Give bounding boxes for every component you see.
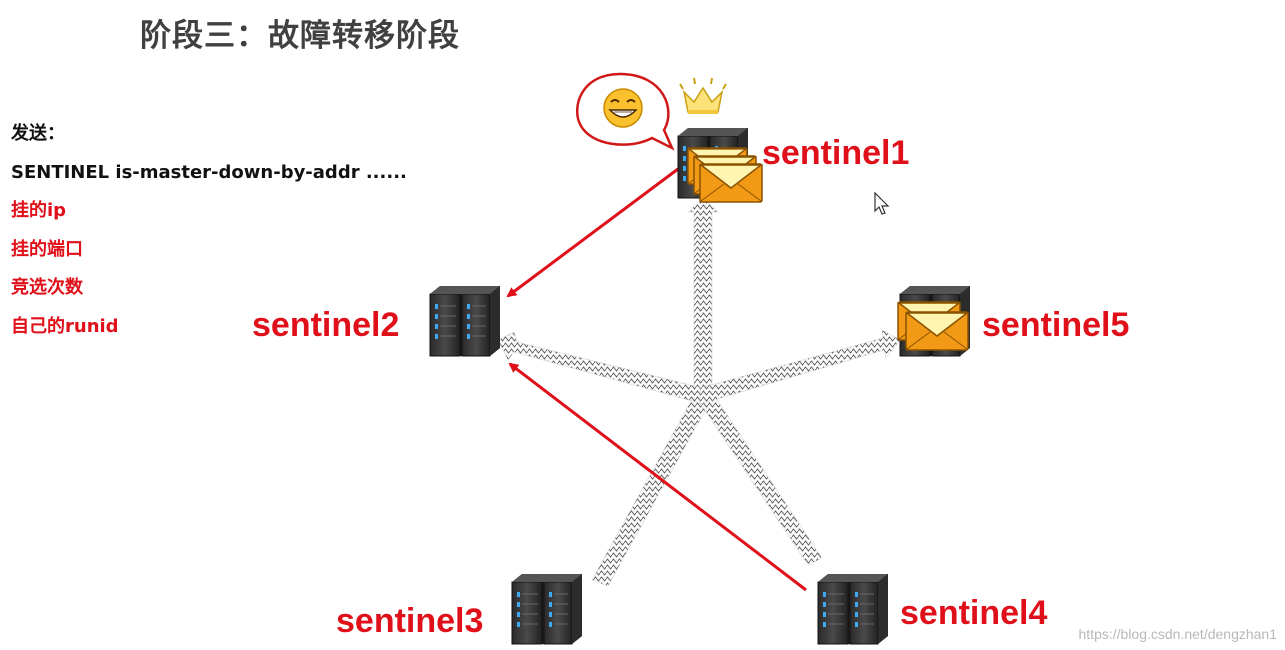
param-runid: 自己的runid	[11, 315, 119, 337]
sentinel1-envelope-icon-3	[699, 163, 763, 203]
path-to-sentinel1	[687, 197, 719, 396]
grinning-face-icon	[575, 72, 675, 151]
param-election-count: 竞选次数	[11, 277, 83, 298]
mouse-pointer-icon	[874, 192, 890, 215]
sentinel4-server-icon	[817, 573, 889, 645]
red-arrow-from-sentinel1	[506, 164, 683, 298]
sentinel5-envelope-icon-2	[905, 311, 969, 351]
path-to-sentinel3	[591, 391, 713, 587]
path-to-sentinel2	[497, 331, 704, 405]
sentinel4-label: sentinel4	[900, 594, 1048, 632]
broadcast-paths	[497, 197, 901, 587]
crown-icon	[679, 77, 727, 114]
red-arrow-from-sentinel4	[508, 362, 807, 592]
send-label: 发送：	[11, 123, 65, 144]
message-description: 发送： SENTINEL is-master-down-by-addr ....…	[11, 122, 407, 353]
sentinel1-label: sentinel1	[762, 134, 910, 172]
param-port: 挂的端口	[11, 238, 83, 260]
sentinel5-label: sentinel5	[982, 306, 1130, 344]
command-text: SENTINEL is-master-down-by-addr ......	[11, 161, 407, 183]
watermark: https://blog.csdn.net/dengzhan1	[1078, 626, 1277, 642]
sentinel3-server-icon	[511, 573, 583, 645]
sentinel2-label: sentinel2	[252, 306, 400, 344]
page-title: 阶段三：故障转移阶段	[140, 18, 460, 54]
path-to-sentinel5	[699, 329, 901, 405]
sentinel2-server-icon	[429, 285, 501, 357]
param-ip: 挂的ip	[11, 200, 67, 221]
path-to-sentinel4	[697, 391, 823, 566]
sentinel3-label: sentinel3	[336, 602, 484, 640]
